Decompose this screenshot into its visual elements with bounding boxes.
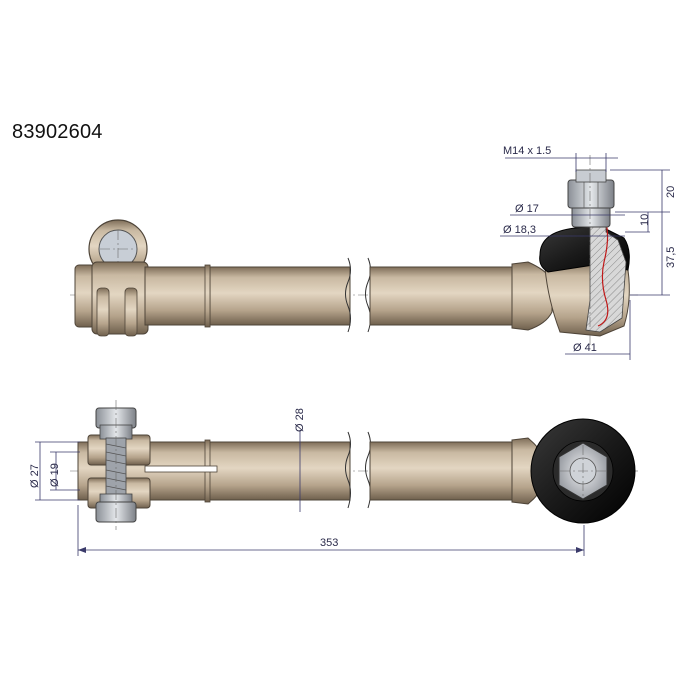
top-neck [511,261,553,331]
bottom-view: Ø 28 Ø 27 Ø 19 353 [29,400,640,556]
top-tube-left [144,266,351,326]
dim-d41: Ø 41 [573,342,597,354]
top-break-left [345,257,351,333]
top-stud-nut [567,179,615,209]
top-tube-right [369,266,516,326]
bottom-tube-right [369,441,516,501]
dim-h20: 20 [665,186,677,198]
top-view: M14 x 1.5 Ø 17 Ø 18,3 Ø 41 20 10 37,5 [70,145,677,360]
dim-d183: Ø 18,3 [503,224,536,236]
top-left-clamp [74,219,149,337]
bottom-break-left [345,431,351,509]
part-number-label: 83902604 [12,121,103,143]
dim-d28: Ø 28 [294,408,306,432]
dim-h375: 37,5 [665,247,677,268]
dim-h10: 10 [639,214,651,226]
dim-d27: Ø 27 [29,464,41,488]
top-section-hatch [585,214,627,333]
dim-d19: Ø 19 [49,463,61,487]
bottom-clamp-bolt [87,400,151,530]
top-section-red-line [597,211,609,327]
dim-len353: 353 [320,537,338,549]
bottom-slot [144,465,218,473]
dim-thread: M14 x 1.5 [503,145,551,157]
dim-d17: Ø 17 [515,203,539,215]
